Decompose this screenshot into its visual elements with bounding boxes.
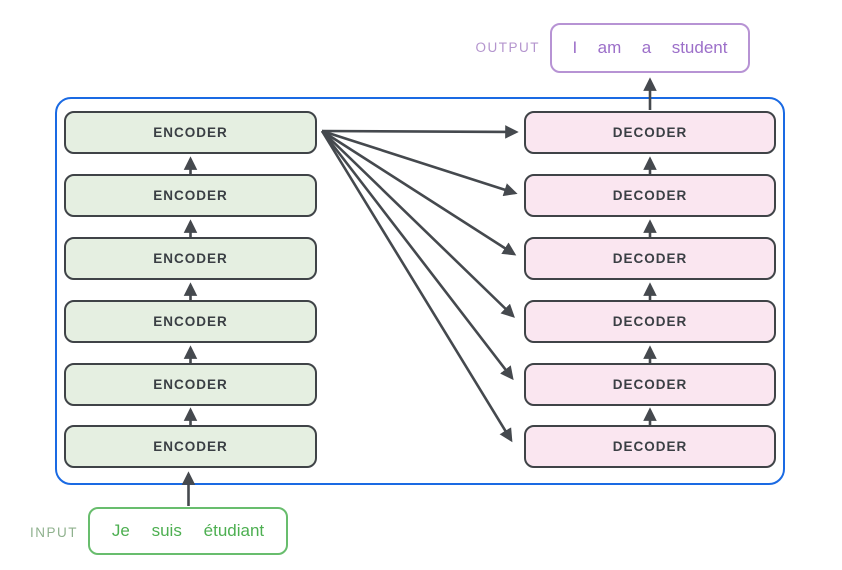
encoder-box-5: ENCODER <box>64 363 317 406</box>
decoder-box-6: DECODER <box>524 425 776 468</box>
encoder-box-4: ENCODER <box>64 300 317 343</box>
decoder-box-5: DECODER <box>524 363 776 406</box>
encoder-box-2: ENCODER <box>64 174 317 217</box>
decoder-box-label: DECODER <box>612 314 688 329</box>
input-sentence-box: Je suis étudiant <box>88 507 288 555</box>
decoder-box-label: DECODER <box>612 125 688 140</box>
encoder-box-6: ENCODER <box>64 425 317 468</box>
encoder-box-label: ENCODER <box>153 188 228 203</box>
input-label: INPUT <box>30 525 78 540</box>
encoder-box-3: ENCODER <box>64 237 317 280</box>
decoder-box-label: DECODER <box>612 188 688 203</box>
output-word: student <box>671 38 728 57</box>
encoder-box-1: ENCODER <box>64 111 317 154</box>
encoder-box-label: ENCODER <box>153 439 228 454</box>
encoder-box-label: ENCODER <box>153 125 228 140</box>
input-word: suis <box>151 521 182 540</box>
decoder-box-label: DECODER <box>612 439 688 454</box>
encoder-box-label: ENCODER <box>153 251 228 266</box>
decoder-box-label: DECODER <box>612 377 688 392</box>
output-word: am <box>597 38 622 57</box>
output-sentence-box: I am a student <box>550 23 750 73</box>
encoder-box-label: ENCODER <box>153 377 228 392</box>
output-label: OUTPUT <box>475 40 540 55</box>
output-word: I <box>572 38 578 57</box>
decoder-box-2: DECODER <box>524 174 776 217</box>
input-word: étudiant <box>203 521 265 540</box>
decoder-box-1: DECODER <box>524 111 776 154</box>
encoder-box-label: ENCODER <box>153 314 228 329</box>
decoder-box-4: DECODER <box>524 300 776 343</box>
input-word: Je <box>111 521 130 540</box>
output-word: a <box>641 38 652 57</box>
decoder-box-label: DECODER <box>612 251 688 266</box>
decoder-box-3: DECODER <box>524 237 776 280</box>
